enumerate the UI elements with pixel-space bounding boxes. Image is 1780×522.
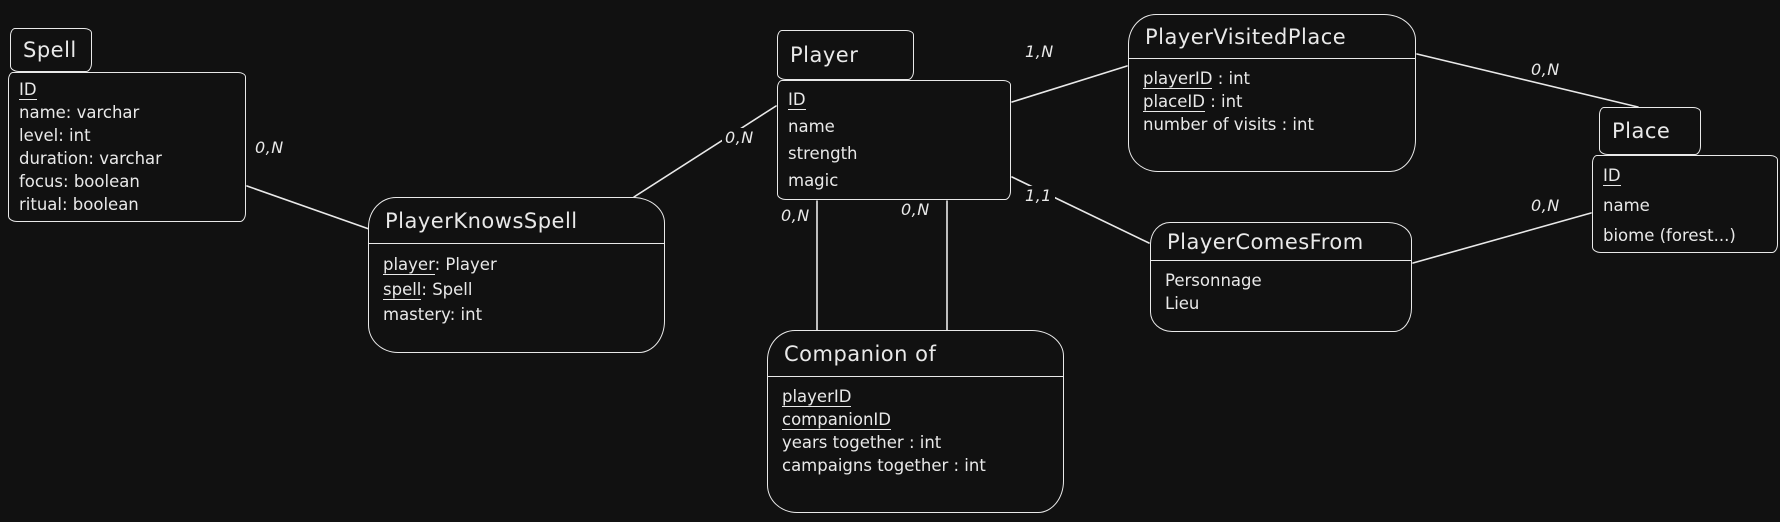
- attribute-text: : int: [1212, 69, 1251, 88]
- attribute-text: Lieu: [1165, 294, 1200, 313]
- attribute-text: strength: [788, 144, 858, 163]
- relationship-companion-of[interactable]: Companion of playerID companionID years …: [767, 330, 1064, 513]
- attribute-text: name: varchar: [19, 103, 140, 122]
- relationship-attributes: Personnage Lieu: [1151, 261, 1411, 315]
- attribute-key: ID: [1603, 166, 1621, 186]
- attribute-text: ritual: boolean: [19, 195, 139, 214]
- relationship-title-row: PlayerComesFrom: [1151, 223, 1411, 261]
- edge-playerknowsspell-player[interactable]: [633, 105, 777, 198]
- attribute-row: Lieu: [1165, 292, 1397, 315]
- attribute-text: biome (forest...): [1603, 226, 1736, 245]
- attribute-text: number of visits : int: [1143, 115, 1314, 134]
- entity-place-body[interactable]: ID name biome (forest...): [1592, 155, 1778, 253]
- attribute-text: : Spell: [421, 280, 473, 299]
- cardinality-player-companion-right[interactable]: 0,N: [898, 200, 933, 219]
- edge-playervisitedplace-place[interactable]: [1416, 53, 1639, 108]
- relationship-title: Companion of: [784, 341, 937, 366]
- entity-spell-title-box[interactable]: Spell: [10, 28, 92, 72]
- relationship-title-row: Companion of: [768, 331, 1063, 377]
- attribute-row: ID: [1603, 161, 1767, 191]
- attribute-row: spell: Spell: [383, 277, 650, 302]
- entity-spell-body[interactable]: ID name: varchar level: int duration: va…: [8, 72, 246, 222]
- attribute-row: Personnage: [1165, 269, 1397, 292]
- cardinality-comesfrom-place[interactable]: 0,N: [1528, 196, 1563, 215]
- attribute-text: duration: varchar: [19, 149, 162, 168]
- attribute-key: player: [383, 255, 435, 275]
- entity-player-title: Player: [790, 43, 859, 67]
- attribute-key: spell: [383, 280, 422, 300]
- relationship-title: PlayerVisitedPlace: [1145, 24, 1347, 49]
- entity-player-title-box[interactable]: Player: [777, 30, 914, 80]
- cardinality-knows-player[interactable]: 0,N: [722, 128, 757, 147]
- relationship-attributes: playerID companionID years together : in…: [768, 377, 1063, 477]
- entity-place-title-box[interactable]: Place: [1599, 107, 1701, 155]
- relationship-attributes: player: Player spell: Spell mastery: int: [369, 244, 664, 327]
- attribute-text: : Player: [434, 255, 497, 274]
- attribute-text: mastery: int: [383, 305, 483, 324]
- attribute-key: playerID: [782, 387, 852, 407]
- attribute-row: name: [1603, 191, 1767, 221]
- attribute-row: ID: [788, 86, 1000, 113]
- entity-player-body[interactable]: ID name strength magic: [777, 80, 1011, 200]
- attribute-text: : int: [1204, 92, 1243, 111]
- attribute-text: campaigns together : int: [782, 456, 986, 475]
- attribute-row: strength: [788, 140, 1000, 167]
- attribute-row: name: varchar: [19, 101, 235, 124]
- attribute-text: magic: [788, 171, 839, 190]
- cardinality-spell-knows[interactable]: 0,N: [252, 138, 287, 157]
- attribute-row: ID: [19, 78, 235, 101]
- attribute-row: playerID: [782, 385, 1049, 408]
- attribute-row: playerID : int: [1143, 67, 1401, 90]
- attribute-row: placeID : int: [1143, 90, 1401, 113]
- relationship-title: PlayerKnowsSpell: [385, 208, 578, 233]
- cardinality-player-companion-left[interactable]: 0,N: [778, 206, 813, 225]
- relationship-title-row: PlayerKnowsSpell: [369, 198, 664, 244]
- attribute-key: ID: [19, 80, 37, 100]
- attribute-row: name: [788, 113, 1000, 140]
- attribute-text: level: int: [19, 126, 91, 145]
- attribute-row: biome (forest...): [1603, 221, 1767, 251]
- attribute-row: duration: varchar: [19, 147, 235, 170]
- attribute-row: focus: boolean: [19, 170, 235, 193]
- attribute-text: years together : int: [782, 433, 942, 452]
- cardinality-player-comesfrom[interactable]: 1,1: [1022, 186, 1055, 205]
- attribute-row: ritual: boolean: [19, 193, 235, 216]
- attribute-row: number of visits : int: [1143, 113, 1401, 136]
- attribute-row: years together : int: [782, 431, 1049, 454]
- entity-spell-title: Spell: [23, 38, 77, 62]
- attribute-row: companionID: [782, 408, 1049, 431]
- attribute-key: playerID: [1143, 69, 1213, 89]
- attribute-key: ID: [788, 90, 806, 110]
- attribute-row: mastery: int: [383, 302, 650, 327]
- edge-playercomesfrom-place[interactable]: [1412, 212, 1592, 264]
- attribute-text: focus: boolean: [19, 172, 140, 191]
- relationship-player-visited-place[interactable]: PlayerVisitedPlace playerID : int placeI…: [1128, 14, 1416, 172]
- attribute-row: level: int: [19, 124, 235, 147]
- attribute-text: name: [788, 117, 835, 136]
- cardinality-visited-place[interactable]: 0,N: [1528, 60, 1563, 79]
- attribute-row: magic: [788, 167, 1000, 194]
- entity-place-title: Place: [1612, 119, 1671, 143]
- attribute-key: companionID: [782, 410, 891, 430]
- edge-player-playervisitedplace[interactable]: [1011, 65, 1128, 103]
- relationship-attributes: playerID : int placeID : int number of v…: [1129, 59, 1415, 136]
- relationship-title-row: PlayerVisitedPlace: [1129, 15, 1415, 59]
- attribute-row: player: Player: [383, 252, 650, 277]
- relationship-player-knows-spell[interactable]: PlayerKnowsSpell player: Player spell: S…: [368, 197, 665, 353]
- relationship-player-comes-from[interactable]: PlayerComesFrom Personnage Lieu: [1150, 222, 1412, 332]
- attribute-text: name: [1603, 196, 1650, 215]
- cardinality-player-visited[interactable]: 1,N: [1022, 42, 1057, 61]
- relationship-title: PlayerComesFrom: [1167, 229, 1364, 254]
- edge-spell-playerknowsspell[interactable]: [246, 185, 370, 230]
- attribute-text: Personnage: [1165, 271, 1262, 290]
- attribute-row: campaigns together : int: [782, 454, 1049, 477]
- attribute-key: placeID: [1143, 92, 1205, 112]
